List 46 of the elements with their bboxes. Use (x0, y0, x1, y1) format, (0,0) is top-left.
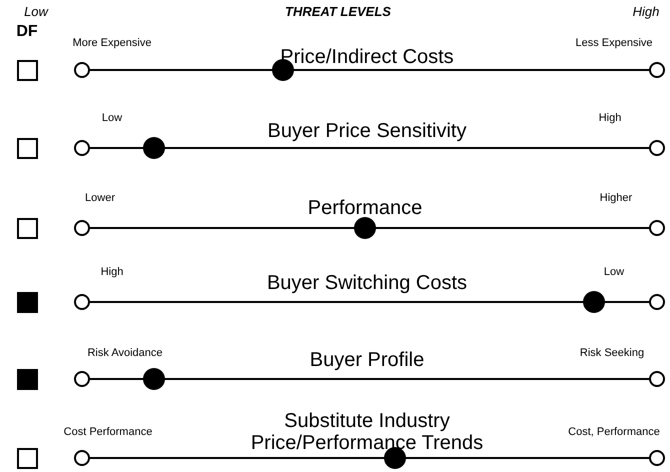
scale-endpoint (649, 371, 665, 387)
scale-label: Higher (600, 192, 632, 204)
scale-line (90, 378, 649, 380)
scale-line (90, 227, 649, 229)
column-header: DF (16, 23, 38, 41)
scale-label: More Expensive (72, 36, 152, 50)
factor-title: Price/Indirect Costs (279, 46, 455, 68)
checkbox (17, 60, 38, 81)
factor-title: Substitute Industry Price/Performance Trends (250, 410, 484, 454)
scale-endpoint (649, 140, 665, 156)
scale-label: High (100, 266, 124, 278)
factor-title: Buyer Switching Costs (266, 272, 468, 294)
checkbox (17, 218, 38, 239)
scale-line (90, 301, 649, 303)
checkbox (17, 138, 38, 159)
scale-line (90, 147, 649, 149)
scale-endpoint (74, 371, 90, 387)
scale-endpoint (649, 62, 665, 78)
scale-label: Lower (85, 192, 115, 204)
scale-label: Low (604, 266, 624, 278)
factor-title: Buyer Price Sensitivity (266, 120, 468, 142)
scale-endpoint (74, 450, 90, 466)
checked-checkbox (17, 292, 38, 313)
scale-end-label: Low (24, 4, 48, 20)
checked-checkbox (17, 369, 38, 390)
scale-label: Risk Avoidance (88, 346, 162, 360)
scale-endpoint (649, 294, 665, 310)
chart-title: THREAT LEVELS (285, 4, 391, 20)
scale-label: High (598, 112, 622, 124)
scale-endpoint (74, 62, 90, 78)
scale-endpoint (649, 450, 665, 466)
scale-label: Cost Performance (64, 426, 152, 438)
scale-endpoint (74, 220, 90, 236)
scale-endpoint (649, 220, 665, 236)
factor-title: Performance (306, 197, 424, 219)
scale-end-label: High (632, 4, 660, 20)
scale-endpoint (74, 294, 90, 310)
scale-label: Cost, Performance (568, 426, 660, 438)
scale-label: Risk Seeking (580, 346, 644, 360)
scale-label: Low (102, 112, 122, 124)
scale-line (90, 457, 649, 459)
scale-line (90, 69, 649, 71)
factor-title: Buyer Profile (308, 349, 426, 371)
scale-label: Less Expensive (575, 36, 653, 50)
checkbox (17, 448, 38, 469)
scale-endpoint (74, 140, 90, 156)
